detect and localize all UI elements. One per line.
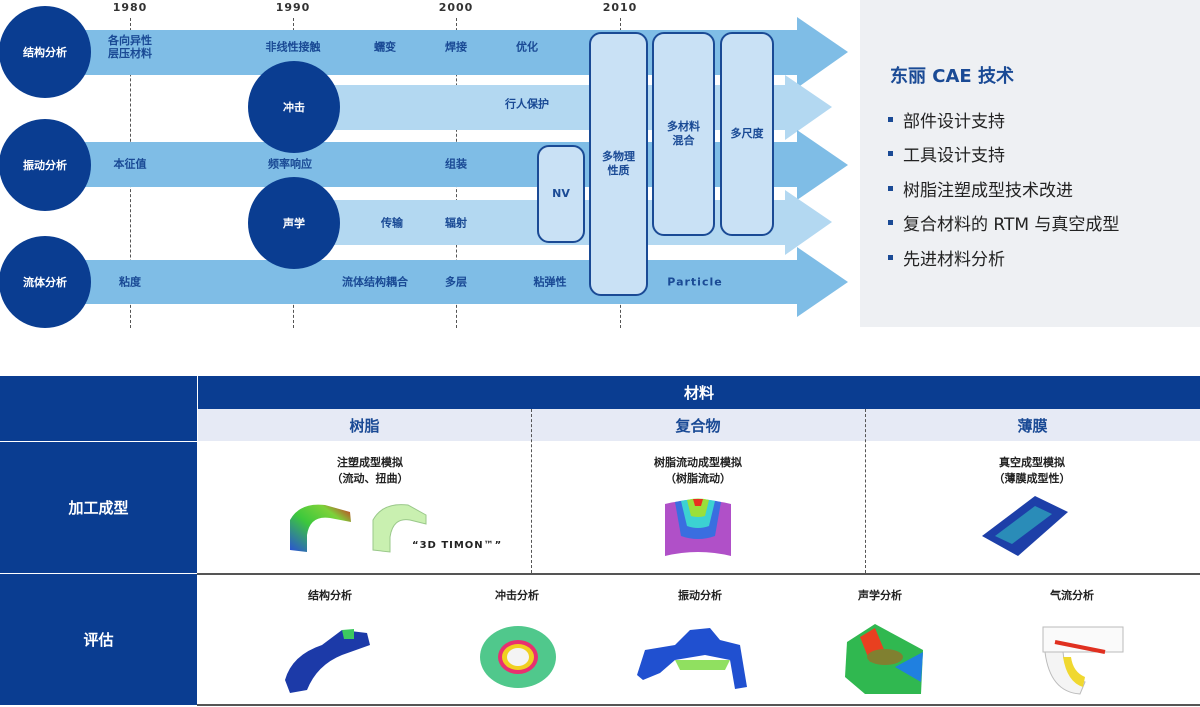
timon-tag: “3D TIMON™” xyxy=(412,540,503,551)
label: 粘度 xyxy=(119,275,141,289)
panel-item: 工具设计支持 xyxy=(888,137,1119,172)
label: 组装 xyxy=(445,157,467,171)
structural-sim-image xyxy=(285,629,370,693)
year-2010: 2010 xyxy=(602,1,638,14)
bullet-icon xyxy=(888,220,893,226)
resin-flow-sim-image xyxy=(665,498,731,556)
table-corner xyxy=(0,376,197,441)
timon-sim-image xyxy=(372,504,427,553)
materials-header: 材料 xyxy=(198,376,1200,409)
divider xyxy=(531,409,532,573)
year-1990: 1990 xyxy=(275,1,311,14)
acoustics-sim-image xyxy=(845,624,923,694)
label: 蠕变 xyxy=(374,40,396,54)
label: 多层 xyxy=(445,275,467,289)
col-resin: 树脂 xyxy=(198,409,531,441)
circle-fluid: 流体分析 xyxy=(0,236,91,328)
label: 辐射 xyxy=(445,216,467,230)
divider xyxy=(865,409,866,573)
label: 流体结构耦合 xyxy=(342,275,408,289)
panel-item: 先进材料分析 xyxy=(888,240,1119,275)
circle-impact: 冲击 xyxy=(248,61,340,153)
label: Particle xyxy=(667,275,723,289)
label: 行人保护 xyxy=(505,97,549,111)
row-header-processing: 加工成型 xyxy=(0,442,197,573)
label: 各向异性层压材料 xyxy=(108,34,152,60)
box-multiphysics: 多物理性质 xyxy=(589,32,648,296)
caption-vacuum: 真空成型模拟（薄膜成型性） xyxy=(993,456,1071,485)
panel-item: 树脂注塑成型技术改进 xyxy=(888,171,1119,206)
panel-title: 东丽 CAE 技术 xyxy=(890,66,1014,87)
label: 本征值 xyxy=(113,157,147,171)
impact-sim-image xyxy=(480,626,556,688)
bullet-icon xyxy=(888,116,893,122)
circle-vibration: 振动分析 xyxy=(0,119,91,211)
year-2000: 2000 xyxy=(438,1,474,14)
label: 传输 xyxy=(381,216,403,230)
eval-acoustics: 声学分析 xyxy=(858,589,902,602)
circle-structural: 结构分析 xyxy=(0,6,91,98)
eval-structural: 结构分析 xyxy=(308,589,352,602)
airflow-sim-image xyxy=(1042,626,1124,695)
circle-acoustics: 声学 xyxy=(248,177,340,269)
box-multimaterial: 多材料混合 xyxy=(652,32,715,236)
label: 优化 xyxy=(516,40,538,54)
eval-impact: 冲击分析 xyxy=(495,589,539,602)
year-1980: 1980 xyxy=(112,1,148,14)
panel-item: 复合材料的 RTM 与真空成型 xyxy=(888,206,1119,241)
col-composite: 复合物 xyxy=(531,409,865,441)
caption-injection: 注塑成型模拟（流动、扭曲） xyxy=(331,456,409,485)
cae-panel: 东丽 CAE 技术 部件设计支持 工具设计支持 树脂注塑成型技术改进 复合材料的… xyxy=(860,0,1200,327)
col-film: 薄膜 xyxy=(865,409,1200,441)
divider xyxy=(197,573,1200,575)
box-multiscale: 多尺度 xyxy=(720,32,774,236)
film-sim-image xyxy=(982,496,1068,556)
label: 粘弹性 xyxy=(533,275,567,289)
label: 非线性接触 xyxy=(265,40,321,54)
vibration-sim-image xyxy=(637,628,747,689)
bullet-icon xyxy=(888,254,893,260)
caption-resin-flow: 树脂流动成型模拟（树脂流动） xyxy=(654,456,742,485)
label: 焊接 xyxy=(445,40,467,54)
bullet-icon xyxy=(888,185,893,191)
arrow-fluid xyxy=(80,247,848,317)
label: 频率响应 xyxy=(268,157,312,171)
panel-item: 部件设计支持 xyxy=(888,102,1119,137)
box-nv: NV xyxy=(537,145,585,243)
divider xyxy=(197,704,1200,706)
injection-sim-image xyxy=(290,504,351,552)
bullet-icon xyxy=(888,151,893,157)
eval-vibration: 振动分析 xyxy=(678,589,722,602)
row-header-evaluation: 评估 xyxy=(0,574,197,705)
eval-airflow: 气流分析 xyxy=(1050,589,1094,602)
